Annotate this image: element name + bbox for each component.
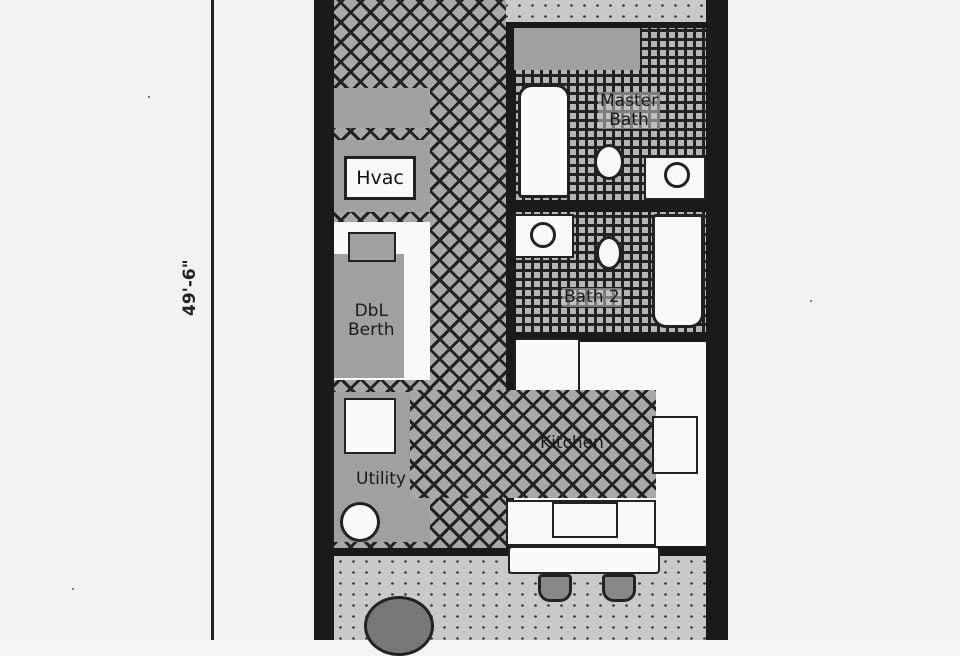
- closet: [334, 88, 430, 128]
- refrigerator: [514, 338, 580, 394]
- kitchen-sink: [552, 502, 618, 538]
- master-bath-label: Master Bath: [598, 91, 661, 130]
- master-bath-label-line1: Master: [600, 91, 659, 111]
- hvac-label: Hvac: [344, 156, 416, 200]
- bath2-label: Bath 2: [562, 287, 622, 307]
- closet-rod: [514, 28, 640, 70]
- scan-speck: [72, 588, 74, 590]
- scan-speck: [148, 96, 150, 98]
- bath2-sink-basin: [530, 222, 556, 248]
- scan-speck: [810, 300, 812, 302]
- dimension-line: [211, 0, 214, 640]
- kitchen-floor: [410, 390, 656, 498]
- dbl-berth-bed: [334, 254, 404, 378]
- washer: [344, 398, 396, 454]
- master-bath-label-line2: Bath: [609, 109, 649, 130]
- bar-counter: [508, 546, 660, 574]
- top-living-area: [500, 0, 706, 22]
- dining-table: [364, 596, 434, 656]
- pillow: [348, 232, 396, 262]
- master-sink-basin: [664, 162, 690, 188]
- bar-stool: [602, 574, 636, 602]
- dbl-berth-label-line2: Berth: [348, 319, 395, 340]
- dbl-berth-label-line1: DbL: [354, 301, 388, 321]
- floor-plan: Hvac DbL Berth Utility Master Bath Bath: [314, 0, 728, 656]
- bath2-sink: [514, 214, 574, 258]
- dimension-label: 49'-6": [180, 259, 200, 316]
- stove: [652, 416, 698, 474]
- bath2-bathtub: [652, 214, 704, 328]
- bath2-toilet: [596, 236, 622, 270]
- floor-plan-page: 49'-6" Hvac DbL Berth Utility: [72, 0, 812, 656]
- bar-stool: [538, 574, 572, 602]
- dbl-berth-label: DbL Berth: [346, 302, 397, 339]
- water-heater: [340, 502, 380, 542]
- master-toilet: [594, 144, 624, 180]
- master-bathtub: [518, 84, 570, 198]
- utility-label: Utility: [356, 469, 407, 489]
- kitchen-label: Kitchen: [540, 433, 604, 453]
